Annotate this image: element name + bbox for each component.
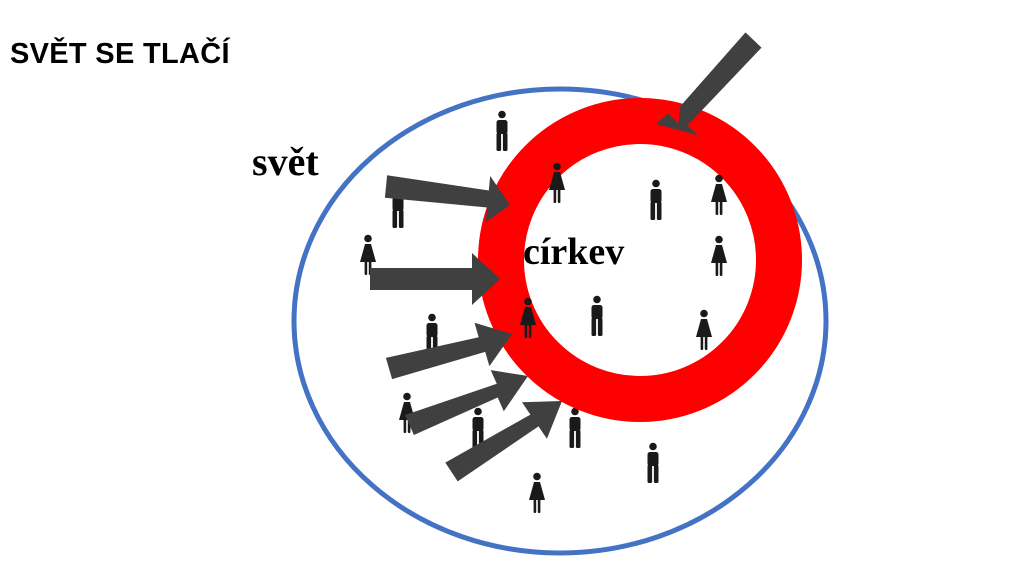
arrow-bottom-left <box>445 401 562 482</box>
church-ring <box>478 98 802 422</box>
person-icon <box>496 110 508 151</box>
woman-icon <box>711 235 727 276</box>
person-icon <box>591 295 603 336</box>
arrow-middle-left <box>370 253 500 305</box>
world-circle <box>291 86 829 556</box>
slide-title: SVĚT SE TLAČÍ <box>10 38 230 70</box>
person-icon <box>472 407 484 448</box>
church-label: církev <box>523 231 624 273</box>
arrow-lower-left-1 <box>385 322 512 380</box>
woman-icon <box>529 472 545 513</box>
world-label: svět <box>252 139 319 184</box>
woman-icon <box>711 174 727 215</box>
person-icon <box>650 179 662 220</box>
woman-icon <box>696 309 712 350</box>
pressure-arrows <box>370 32 762 482</box>
person-icon <box>569 407 581 448</box>
arrow-lower-left-2 <box>405 370 528 435</box>
arrow-upper-left <box>384 175 510 222</box>
person-icon <box>647 442 659 483</box>
arrow-top-right <box>656 32 762 136</box>
